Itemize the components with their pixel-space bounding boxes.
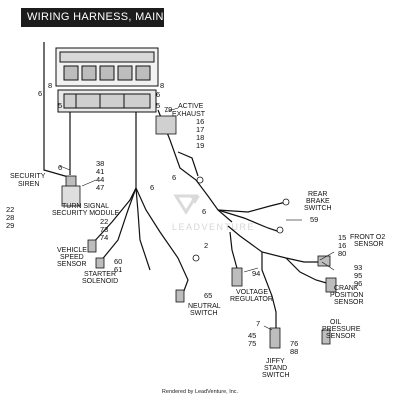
callout-38: 38 [96, 159, 104, 168]
callout-44: 44 [96, 175, 104, 184]
callout-74: 74 [100, 233, 108, 242]
callout-5: 5 [58, 101, 62, 110]
callout-17: 17 [196, 125, 204, 134]
starter-solenoid-connector [95, 257, 105, 269]
label-active-exhaust-2: EXHAUST [172, 111, 206, 118]
callout-19: 19 [196, 141, 204, 150]
callout-88: 88 [290, 347, 298, 356]
connector-set [61, 115, 337, 349]
callout-6: 6 [38, 89, 42, 98]
label-rear-brake-2: BRAKE [306, 198, 330, 205]
label-crank-position-2: POSITION [330, 292, 363, 299]
callout-7: 7 [256, 319, 260, 328]
callout-8: 8 [160, 81, 164, 90]
callout-79: 79 [164, 105, 172, 114]
front-o2-connector [317, 255, 331, 267]
label-security-siren-2: SIREN [18, 181, 39, 188]
callout-15: 15 [338, 233, 346, 242]
label-crank-position-1: CRANK [334, 285, 359, 292]
callout-59: 59 [310, 215, 318, 224]
label-crank-position-3: SENSOR [334, 299, 364, 306]
label-vehicle-speed-1: VEHICLE [57, 247, 87, 254]
callout-65: 65 [204, 291, 212, 300]
callout-8: 8 [48, 81, 52, 90]
callout-2: 2 [204, 241, 208, 250]
callout-18: 18 [196, 133, 204, 142]
rear-brake-connector [276, 226, 284, 234]
label-front-o2-2: SENSOR [354, 241, 384, 248]
label-oil-pressure-2: PRESSURE [322, 326, 361, 333]
callout-16: 16 [196, 117, 204, 126]
fuse-relay-block [55, 47, 159, 113]
jiffy-stand-connector [269, 327, 281, 349]
harness-wires [43, 42, 331, 330]
label-starter-solenoid-1: STARTER [84, 271, 116, 278]
callout-16: 16 [338, 241, 346, 250]
callout-6: 6 [156, 90, 160, 99]
callout-6: 6 [202, 207, 206, 216]
label-front-o2-1: FRONT O2 [350, 234, 385, 241]
callout-95: 95 [354, 271, 362, 280]
callout-96: 96 [354, 279, 362, 288]
watermark-logo [173, 194, 200, 215]
voltage-regulator-connector [231, 267, 243, 287]
oil-pressure-connector [321, 329, 331, 345]
callout-6: 6 [150, 183, 154, 192]
label-oil-pressure-3: SENSOR [326, 333, 356, 340]
callout-60: 60 [114, 257, 122, 266]
callout-61: 61 [114, 265, 122, 274]
diagram-title: WIRING HARNESS, MAIN [21, 8, 164, 27]
label-neutral-switch-2: SWITCH [190, 310, 218, 317]
callout-47: 47 [96, 183, 104, 192]
crank-position-connector [325, 277, 337, 293]
label-security-siren-1: SECURITY [10, 173, 46, 180]
callout-73: 73 [100, 225, 108, 234]
callout-22: 22 [6, 205, 14, 214]
label-vehicle-speed-2: SPEED [60, 254, 84, 261]
callout-76: 76 [290, 339, 298, 348]
callout-75: 75 [248, 339, 256, 348]
label-active-exhaust-1: ACTIVE [178, 103, 204, 110]
label-jiffy-stand-3: SWITCH [262, 372, 290, 379]
callout-22: 22 [100, 217, 108, 226]
callout-6: 6 [172, 173, 176, 182]
callout-28: 28 [6, 213, 14, 222]
callout-41: 41 [96, 167, 104, 176]
callout-6: 6 [58, 163, 62, 172]
label-starter-solenoid-2: SOLENOID [82, 278, 118, 285]
label-turn-signal-1: TURN SIGNAL [62, 203, 109, 210]
leader-lines [59, 107, 335, 331]
footer-credit: Rendered by LeadVenture, Inc. [161, 389, 239, 395]
neutral-switch-connector [175, 289, 185, 303]
label-neutral-switch-1: NEUTRAL [188, 303, 221, 310]
label-jiffy-stand-1: JIFFY [266, 358, 285, 365]
label-turn-signal-2: SECURITY MODULE [52, 210, 119, 217]
turn-signal-module-connector [61, 185, 81, 207]
connector-round [192, 254, 200, 262]
watermark-text: LEADVENTURE [172, 222, 255, 232]
vehicle-speed-sensor-connector [87, 239, 97, 253]
label-jiffy-stand-2: STAND [264, 365, 287, 372]
callout-45: 45 [248, 331, 256, 340]
callout-5: 5 [156, 101, 160, 110]
callout-29: 29 [6, 221, 14, 230]
active-exhaust-connector [155, 115, 177, 135]
callout-93: 93 [354, 263, 362, 272]
label-rear-brake-3: SWITCH [304, 205, 332, 212]
callout-94: 94 [252, 269, 260, 278]
label-voltage-regulator-1: VOLTAGE [236, 289, 268, 296]
label-rear-brake-1: REAR [308, 191, 327, 198]
callout-80: 80 [338, 249, 346, 258]
label-voltage-regulator-2: REGULATOR [230, 296, 273, 303]
label-oil-pressure-1: OIL [330, 319, 341, 326]
label-vehicle-speed-3: SENSOR [57, 261, 87, 268]
